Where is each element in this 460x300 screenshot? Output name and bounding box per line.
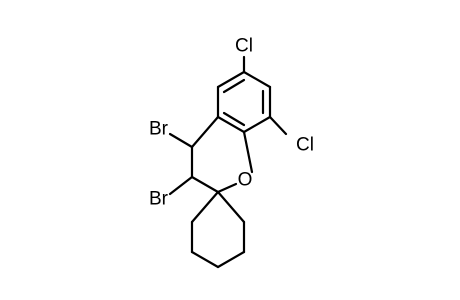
bond-spiro-right [216,190,246,224]
bond-o-c8a [242,130,254,174]
atom-label-cl-top: Cl [235,36,253,57]
bond-c3-c2 [190,175,220,194]
pyran-ring [190,115,254,194]
bond-c2-o [216,182,238,194]
bond-c4a-c4 [190,115,220,149]
atom-label-oxygen: O [238,170,253,191]
bond-c6-c5 [216,70,246,89]
benzene-ring [216,70,272,134]
bond-c8a-c8 [242,115,272,134]
atom-label-cl-right: Cl [296,135,314,156]
bond-c7-c6 [242,70,272,89]
double-bond-c4a-c8a [222,111,246,127]
bond-spiro-left [190,190,220,224]
bond-cy-bottom [216,250,246,269]
double-bond-c5-c6 [222,78,246,94]
bond-c8-cl [268,115,288,136]
bond-c4a-c8a [216,115,246,134]
atom-label-br-upper: Br [149,119,169,140]
bond-cy-bottom-left [190,250,220,269]
cyclohexane-ring [190,190,246,269]
bond-c4-br [168,132,194,149]
atom-label-br-lower: Br [149,189,169,210]
bond-c3-br [168,175,194,196]
